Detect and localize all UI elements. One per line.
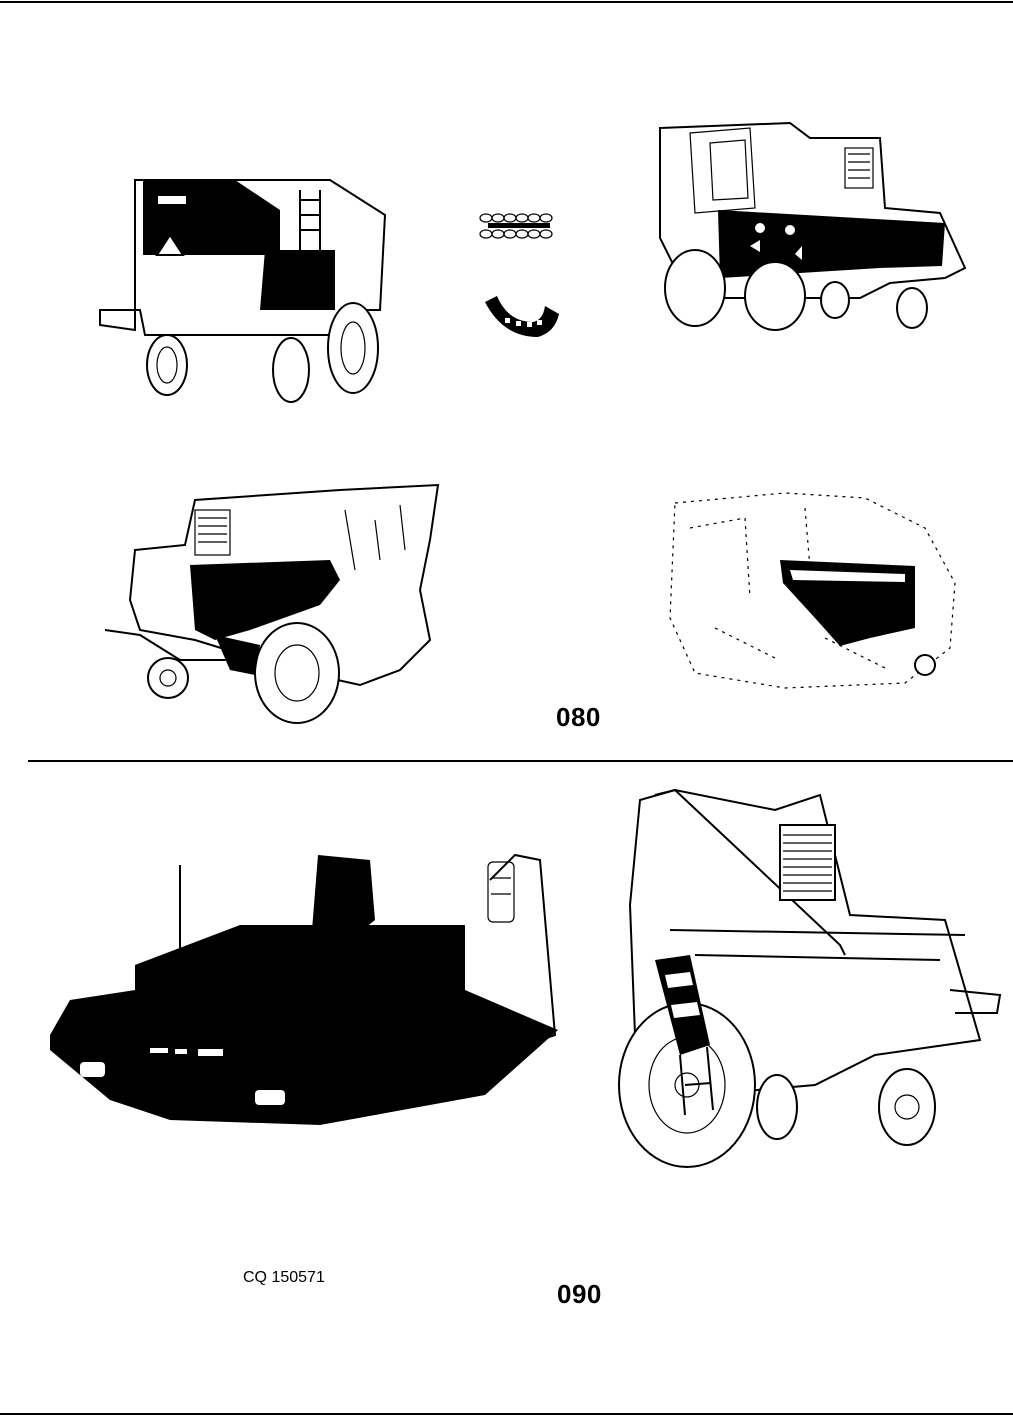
part-reference: CQ 150571: [243, 1269, 325, 1287]
combine-rear-view-with-black-panel: [95, 160, 395, 405]
platform-with-seat-silhouette: [50, 850, 565, 1135]
top-rule: [0, 1, 1013, 3]
chain-link-part: [478, 208, 563, 243]
combine-side-view-with-black-hopper: [100, 480, 445, 725]
figure-code: 080: [556, 702, 601, 733]
figure-code: 090: [557, 1279, 602, 1310]
bottom-rule: [0, 1413, 1013, 1415]
section-divider: [28, 760, 1013, 762]
combine-front-view-with-black-panel: [650, 118, 970, 333]
combine-with-ladder-side-view: [615, 785, 1005, 1170]
combine-faded-view-with-black-box: [665, 488, 970, 698]
curved-rubber-guard-part: [483, 292, 563, 342]
